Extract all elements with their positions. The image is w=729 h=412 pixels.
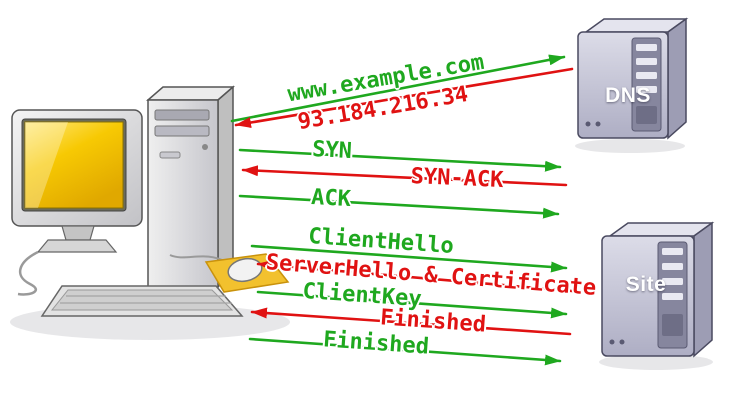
arrow-tls-finished-server <box>250 307 572 336</box>
site-server-label: Site <box>625 273 667 296</box>
arrow-tcp-syn <box>238 148 562 172</box>
monitor <box>11 109 143 253</box>
monitor-screen <box>24 121 124 209</box>
arrow-tcp-syn-ack <box>241 165 568 187</box>
arrow-tls-client-key <box>256 290 568 319</box>
site-server <box>599 221 715 370</box>
tcp-ack-label: ACK <box>310 184 352 213</box>
tcp-syn-label: SYN <box>311 136 353 165</box>
dns-server <box>575 17 689 153</box>
arrow-tls-server-hello <box>256 259 574 293</box>
arrow-tls-finished-client <box>248 337 562 366</box>
tcp-syn-ack-label: SYN-ACK <box>410 163 504 194</box>
arrow-tls-client-hello <box>250 244 568 273</box>
dns-server-label: DNS <box>605 84 651 107</box>
site-server-shadow <box>599 354 713 370</box>
client-computer <box>10 85 290 340</box>
message-arrows <box>230 54 574 366</box>
arrow-dns-query <box>230 54 566 123</box>
dns-server-shadow <box>575 139 685 153</box>
keyboard <box>40 285 244 317</box>
power-cable <box>17 250 39 296</box>
arrow-tcp-ack <box>238 194 560 219</box>
arrow-dns-response <box>234 67 574 128</box>
